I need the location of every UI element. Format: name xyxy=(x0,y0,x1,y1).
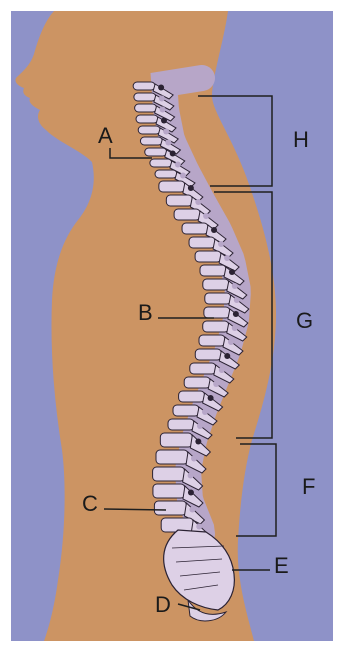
foramen xyxy=(180,173,186,179)
vertebra xyxy=(199,335,225,346)
vertebra xyxy=(145,148,167,156)
vertebra xyxy=(190,363,216,374)
foramen xyxy=(232,325,238,331)
vertebra xyxy=(195,349,221,360)
foramen xyxy=(159,96,165,102)
foramen xyxy=(229,269,235,275)
vertebra xyxy=(140,137,162,145)
vertebra xyxy=(153,467,185,481)
vertebra xyxy=(174,209,200,220)
foramen xyxy=(202,409,208,415)
foramen xyxy=(224,353,230,359)
foramen xyxy=(191,456,197,462)
vertebra xyxy=(133,82,155,90)
foramen xyxy=(188,185,194,191)
vertebra xyxy=(205,293,231,304)
vertebra xyxy=(182,223,208,234)
vertebra xyxy=(134,93,156,101)
foramen xyxy=(219,367,225,373)
foramen xyxy=(218,241,224,247)
vertebra xyxy=(159,181,185,192)
vertebra xyxy=(203,321,229,332)
vertebra xyxy=(168,419,194,430)
leader-c xyxy=(104,509,166,510)
vertebra xyxy=(200,265,226,276)
foramen xyxy=(224,255,230,261)
vertebra xyxy=(195,251,221,262)
foramen xyxy=(165,140,171,146)
foramen xyxy=(228,339,234,345)
foramen xyxy=(188,473,194,479)
vertebra xyxy=(179,391,205,402)
foramen xyxy=(195,199,201,205)
label-b: B xyxy=(138,300,153,325)
vertebra xyxy=(184,377,210,388)
foramen xyxy=(158,85,164,91)
foramen xyxy=(170,151,176,157)
vertebra xyxy=(155,170,177,178)
vertebra xyxy=(150,159,172,167)
vertebra xyxy=(135,104,157,112)
vertebra xyxy=(204,307,230,318)
foramen xyxy=(197,423,203,429)
label-e: E xyxy=(274,553,289,578)
foramen xyxy=(233,311,239,317)
foramen xyxy=(211,227,217,233)
foramen xyxy=(203,213,209,219)
vertebra xyxy=(189,237,215,248)
vertebra xyxy=(136,115,158,123)
foramen xyxy=(208,395,214,401)
vertebra xyxy=(160,433,192,447)
foramen xyxy=(163,129,169,135)
foramen xyxy=(196,524,202,530)
vertebra xyxy=(153,484,185,498)
label-c: C xyxy=(82,491,98,516)
foramen xyxy=(213,381,219,387)
label-g: G xyxy=(296,308,313,333)
vertebra xyxy=(154,501,186,515)
vertebra xyxy=(138,126,160,134)
label-f: F xyxy=(302,474,315,499)
foramen xyxy=(188,490,194,496)
label-h: H xyxy=(293,127,309,152)
foramen xyxy=(175,162,181,168)
vertebra xyxy=(173,405,199,416)
vertebra xyxy=(203,279,229,290)
foramen xyxy=(161,118,167,124)
foramen xyxy=(232,283,238,289)
foramen xyxy=(234,297,240,303)
label-a: A xyxy=(98,123,113,148)
label-d: D xyxy=(155,592,171,617)
foramen xyxy=(195,439,201,445)
vertebra xyxy=(166,195,192,206)
foramen xyxy=(189,507,195,513)
foramen xyxy=(160,107,166,113)
vertebra xyxy=(156,450,188,464)
